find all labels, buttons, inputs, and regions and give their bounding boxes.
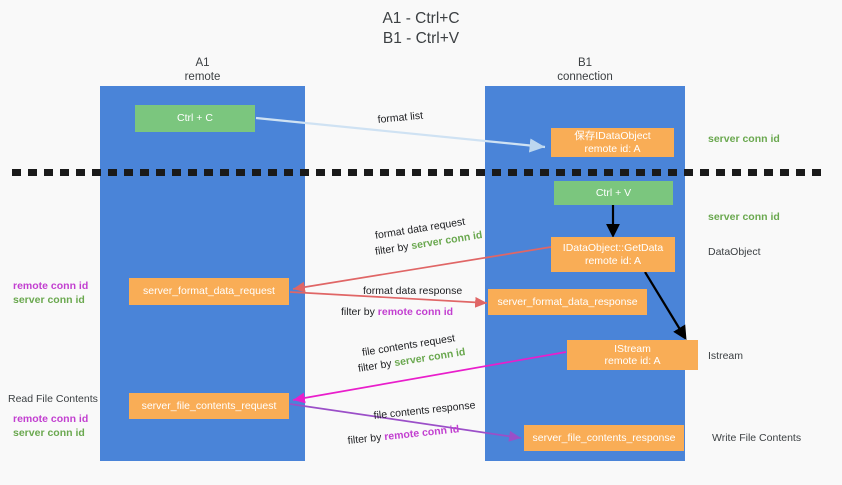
filter-prefix-text: filter by: [374, 240, 413, 258]
label-write-file-contents: Write File Contents: [712, 432, 802, 444]
page-title: A1 - Ctrl+C B1 - Ctrl+V: [382, 10, 460, 47]
label-remote-conn-id-upper: remote conn id: [13, 280, 89, 292]
box-ctrl-c[interactable]: Ctrl + C: [135, 105, 255, 132]
filter-prefix-text: filter by: [347, 431, 385, 447]
box-server-file-contents-response[interactable]: server_file_contents_response: [524, 425, 684, 451]
box-server-format-data-response[interactable]: server_format_data_response: [488, 289, 647, 315]
edge-label-file-contents-response: file contents response: [373, 399, 476, 422]
edge-label-format-list: format list: [377, 109, 424, 126]
label-remote-conn-id-lower: remote conn id: [13, 413, 89, 425]
box-save-idataobject[interactable]: 保存IDataObject remote id: A: [551, 128, 674, 157]
filter-key-remote-conn-id: remote conn id: [383, 423, 460, 444]
filter-key-remote-conn-id: remote conn id: [377, 306, 454, 318]
label-server-conn-id-upper: server conn id: [13, 294, 85, 306]
label-read-file-contents: Read File Contents: [8, 393, 98, 405]
label-istream: Istream: [708, 350, 744, 362]
edge-label-file-contents-response-filter: filter by remote conn id: [347, 422, 460, 448]
box-istream[interactable]: IStream remote id: A: [567, 340, 698, 370]
box-server-file-contents-request[interactable]: server_file_contents_request: [129, 393, 289, 419]
filter-prefix-text: filter by: [341, 306, 378, 318]
box-server-format-data-request[interactable]: server_format_data_request: [129, 278, 289, 305]
edge-label-format-data-response: format data response: [363, 285, 463, 297]
box-ctrl-v[interactable]: Ctrl + V: [554, 181, 673, 205]
box-idataobject-getdata[interactable]: IDataObject::GetData remote id: A: [551, 237, 675, 272]
edge-label-format-data-response-filter: filter by remote conn id: [341, 305, 453, 319]
column-header-a1: A1 remote: [184, 57, 221, 83]
label-server-conn-id-lower: server conn id: [13, 427, 85, 439]
label-dataobject: DataObject: [708, 246, 761, 258]
label-server-conn-id-second: server conn id: [708, 211, 780, 223]
column-header-b1: B1 connection: [557, 57, 613, 83]
label-server-conn-id-top: server conn id: [708, 133, 780, 145]
